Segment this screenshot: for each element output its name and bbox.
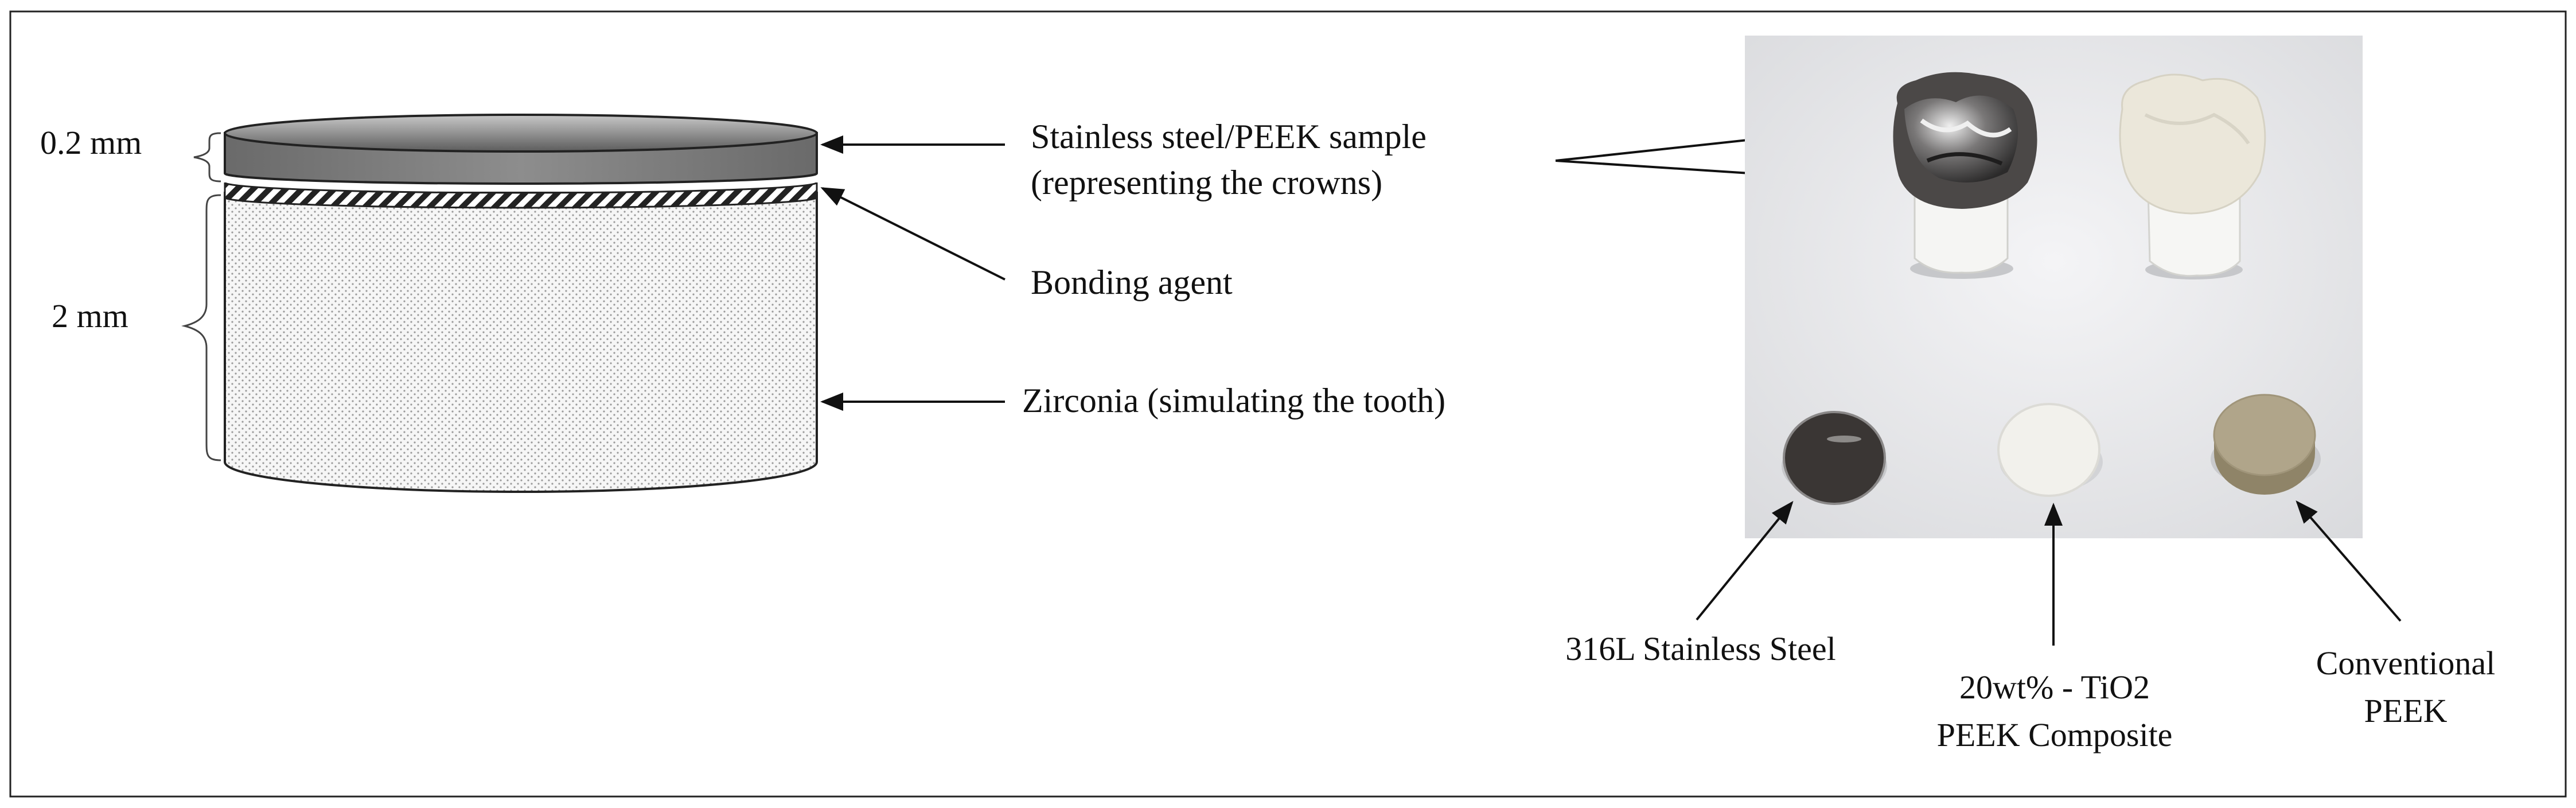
brace-0-2mm: [193, 132, 221, 182]
photo-panel: [1745, 36, 2363, 538]
sample-layer-top: [224, 114, 818, 153]
layer-diagram: 0.2 mm 2 mm Stainless steel/PEEK sample …: [40, 114, 2177, 493]
bonding-label: Bonding agent: [1031, 263, 1233, 301]
composite-disc-label-line1: 20wt% - TiO2: [1959, 669, 2150, 706]
peek-disc-label-line2: PEEK: [2364, 692, 2448, 729]
zirconia-cylinder: [224, 192, 818, 493]
steel-disc: [1782, 411, 1887, 505]
dimension-0-2mm-label: 0.2 mm: [40, 124, 142, 161]
steel-crown-specimen: [1893, 72, 2037, 279]
bonding-arrow: [820, 187, 1006, 281]
peek-disc: [2211, 394, 2321, 495]
peek-crown-specimen: [2119, 73, 2266, 279]
peek-disc-label-line1: Conventional: [2316, 644, 2496, 682]
composite-disc-label-line2: PEEK Composite: [1937, 716, 2173, 753]
sample-label-line1: Stainless steel/PEEK sample: [1031, 118, 1427, 156]
zirconia-label: Zirconia (simulating the tooth): [1022, 382, 1445, 419]
peek-disc-arrow: [2296, 500, 2402, 622]
steel-disc-arrow: [1696, 500, 1794, 621]
dimension-2mm-label: 2 mm: [52, 297, 128, 335]
bonding-agent-layer: [224, 182, 818, 209]
composite-disc: [1997, 403, 2103, 497]
sample-label-line2: (representing the crowns): [1031, 164, 1382, 201]
steel-disc-label: 316L Stainless Steel: [1565, 630, 1835, 667]
brace-2mm: [181, 194, 221, 461]
